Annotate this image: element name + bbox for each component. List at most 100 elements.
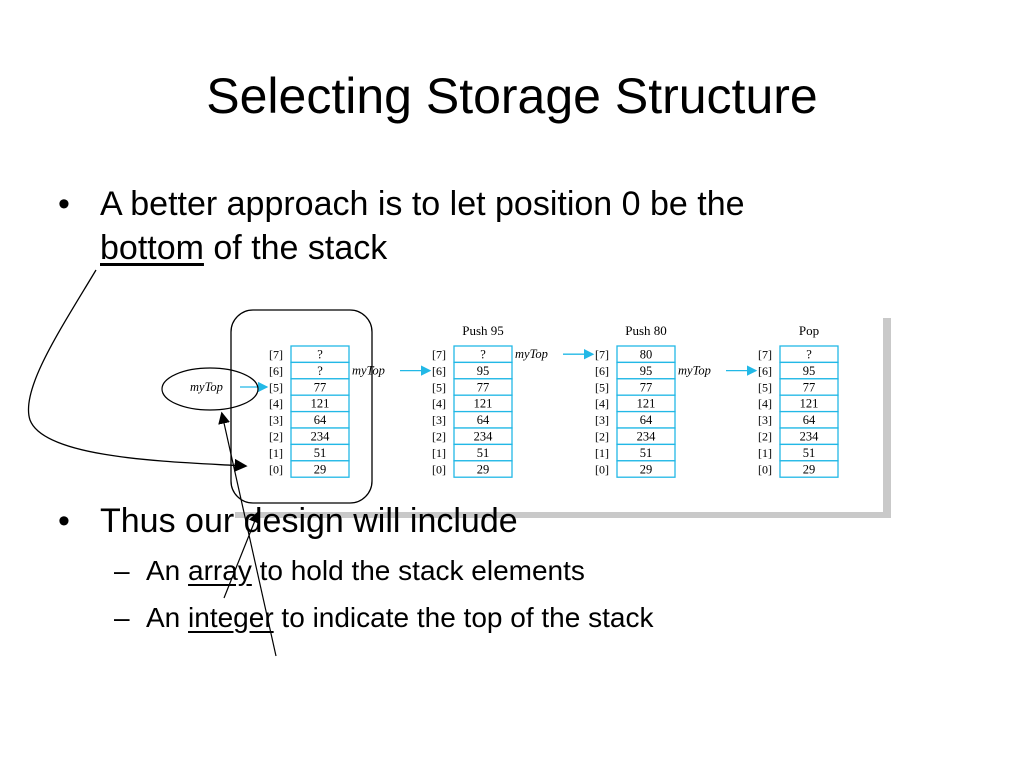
underlined-integer: integer — [188, 602, 274, 633]
stack-index-label: [1] — [269, 446, 283, 460]
sub-array-after: to hold the stack elements — [251, 555, 585, 586]
slide-title: Selecting Storage Structure — [206, 68, 818, 124]
stack-1: ?[7]?[6]77[5]121[4]64[3]234[2]51[1]29[0]… — [190, 345, 350, 478]
stack-cell-value: 29 — [314, 462, 327, 476]
stack-cell-value: 95 — [803, 364, 816, 378]
bullet-line-2: bottom of the stack — [100, 226, 387, 270]
stack-2: Push 95?[7]95[6]77[5]121[4]64[3]234[2]51… — [352, 323, 513, 478]
stack-cell-value: 77 — [477, 380, 490, 394]
stack-cell — [779, 460, 839, 478]
stack-cell-value: 234 — [474, 430, 494, 444]
stack-cell-value: 29 — [803, 462, 816, 476]
stack-cell-value: 80 — [640, 348, 653, 362]
stack-index-label: [6] — [595, 364, 609, 378]
stack-cell-value: 51 — [477, 446, 490, 460]
mytop-label: myTop — [190, 380, 223, 394]
stack-cell-value: 77 — [640, 380, 653, 394]
stack-cell-value: 121 — [311, 397, 330, 411]
sub-bullet-array-text: An array to hold the stack elements — [146, 553, 585, 589]
bullet-line-2-rest: of the stack — [203, 229, 388, 267]
stack-index-label: [5] — [595, 380, 609, 394]
stack-cell-value: 95 — [477, 364, 490, 378]
stack-cell-value: 234 — [800, 430, 820, 444]
bullet-line-1: A better approach is to let position 0 b… — [100, 185, 745, 223]
stack-index-label: [1] — [595, 446, 609, 460]
stack-cell — [453, 460, 513, 478]
mytop-circle-annotation — [161, 367, 259, 411]
mytop-label: myTop — [515, 347, 548, 361]
bullet-design-text: Thus our design will include — [100, 502, 518, 540]
stack-index-label: [2] — [758, 430, 772, 444]
stack-heading: Push 80 — [625, 323, 667, 338]
stack-cell-value: 29 — [477, 462, 490, 476]
stack-cell-value: 121 — [637, 397, 656, 411]
stack-index-label: [3] — [758, 413, 772, 427]
stack-index-label: [3] — [269, 413, 283, 427]
stack-index-label: [0] — [595, 462, 609, 476]
stack-index-label: [6] — [758, 364, 772, 378]
stack-index-label: [0] — [432, 462, 446, 476]
stack-index-label: [5] — [758, 380, 772, 394]
mytop-label: myTop — [352, 364, 385, 378]
stack-cell-value: ? — [480, 348, 486, 362]
stack-3: Push 80 80 [7] 95 [6] 77 [5] 121 [4] 64 [3] 234 [2] 5… — [515, 323, 676, 478]
sub-integer-before: An — [146, 602, 189, 633]
stack-cell — [290, 460, 350, 478]
dash-marker: – — [114, 602, 130, 633]
stack-index-label: [1] — [432, 446, 446, 460]
stack-index-label: [6] — [432, 364, 446, 378]
stack-heading: Push 95 — [462, 323, 504, 338]
stack-index-label: [2] — [432, 430, 446, 444]
stack-index-label: [0] — [758, 462, 772, 476]
integer-pointer-arrow — [218, 411, 277, 657]
stack-cell-value: 234 — [637, 430, 657, 444]
stack-cell-value: 95 — [640, 364, 653, 378]
stack-heading: Pop — [799, 323, 819, 338]
stack-index-label: [7] — [595, 348, 609, 362]
bullet-design: • Thus our design will include — [58, 499, 958, 543]
dash-marker: – — [114, 555, 130, 586]
stack-cell-value: 121 — [474, 397, 493, 411]
stack-index-label: [4] — [269, 397, 283, 411]
stack-cell-value: 77 — [803, 380, 816, 394]
array-pointer-arrow — [223, 510, 261, 599]
stack-cell-value: 51 — [640, 446, 653, 460]
stack-cell-value: 51 — [803, 446, 816, 460]
sub-integer-after: to indicate the top of the stack — [273, 602, 654, 633]
stack-cell-value: ? — [317, 364, 323, 378]
stack-cell-value: 64 — [477, 413, 490, 427]
stack-index-label: [6] — [269, 364, 283, 378]
underlined-array: array — [188, 555, 252, 586]
underlined-bottom: bottom — [100, 229, 204, 267]
stack-index-label: [3] — [432, 413, 446, 427]
bullet-marker: • — [58, 185, 70, 223]
stack-index-label: [7] — [432, 348, 446, 362]
sub-bullet-integer-text: An integer to indicate the top of the st… — [146, 600, 653, 636]
stack-index-label: [3] — [595, 413, 609, 427]
bullet-marker: • — [58, 502, 70, 540]
stack-cell-value: ? — [317, 348, 323, 362]
stack-index-label: [7] — [269, 348, 283, 362]
stack-index-label: [2] — [269, 430, 283, 444]
stack-index-label: [4] — [595, 397, 609, 411]
bottom-pointer-arrow — [27, 269, 248, 472]
stack-cell-value: 64 — [803, 413, 816, 427]
stack-index-label: [0] — [269, 462, 283, 476]
stack-index-label: [2] — [595, 430, 609, 444]
stack-cell-value: ? — [806, 348, 812, 362]
array-box-annotation — [230, 309, 373, 504]
stack-4: Pop? [7] 95 [6] 77 [5] 121 [4] 64 [3] 234 [2] 51 [1] 2… — [678, 323, 839, 478]
stack-index-label: [1] — [758, 446, 772, 460]
stack-cell-value: 64 — [314, 413, 327, 427]
mytop-label: myTop — [678, 364, 711, 378]
stack-cell-value: 51 — [314, 446, 327, 460]
stack-cell — [616, 460, 676, 478]
stack-cell-value: 234 — [311, 430, 331, 444]
stack-cell-value: 77 — [314, 380, 327, 394]
stack-cell-value: 64 — [640, 413, 653, 427]
stack-index-label: [7] — [758, 348, 772, 362]
stack-index-label: [4] — [758, 397, 772, 411]
stack-cell-value: 121 — [800, 397, 819, 411]
sub-array-before: An — [146, 555, 189, 586]
stack-index-label: [5] — [432, 380, 446, 394]
